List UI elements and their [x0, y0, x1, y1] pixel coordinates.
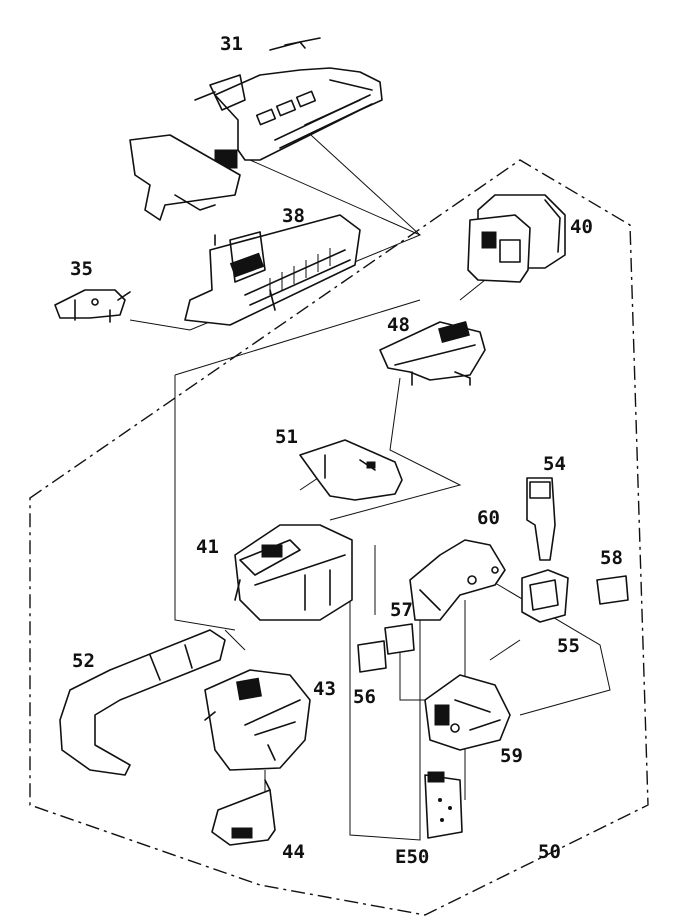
label-48: 48 [387, 314, 410, 336]
part-labels: 31 38 35 40 48 51 54 41 60 58 57 55 52 4… [70, 33, 623, 868]
label-56: 56 [353, 686, 376, 708]
assembly-50-boundary [29, 159, 649, 916]
label-58: 58 [600, 547, 623, 569]
label-31: 31 [220, 33, 243, 55]
part-60-frame[interactable] [409, 539, 506, 621]
part-57-sheet[interactable] [384, 623, 415, 655]
label-44: 44 [282, 841, 305, 863]
part-35-bracket[interactable] [54, 289, 131, 323]
part-54-strip[interactable] [526, 477, 556, 561]
part-56-sheet[interactable] [357, 640, 387, 673]
part-52-flex-cable[interactable] [59, 629, 226, 776]
label-51: 51 [275, 426, 298, 448]
part-41-mechanism[interactable] [234, 524, 353, 621]
part-59-mechanism[interactable] [424, 674, 511, 751]
label-43: 43 [313, 678, 336, 700]
label-41: 41 [196, 536, 219, 558]
part-58-sheet[interactable] [596, 575, 629, 605]
part-31-housing[interactable] [194, 37, 383, 186]
part-43-mechanism[interactable] [204, 669, 311, 771]
part-44-tray[interactable] [211, 779, 276, 846]
label-35: 35 [70, 258, 93, 280]
label-52: 52 [72, 650, 95, 672]
part-55-cube[interactable] [521, 569, 569, 623]
label-54: 54 [543, 453, 566, 475]
part-E50-plate[interactable] [424, 771, 463, 839]
part-51-plate[interactable] [299, 439, 403, 501]
label-50: 50 [538, 841, 561, 863]
label-40: 40 [570, 216, 593, 238]
label-38: 38 [282, 205, 305, 227]
part-38-board[interactable] [184, 214, 361, 326]
label-60: 60 [477, 507, 500, 529]
label-57: 57 [390, 599, 413, 621]
label-59: 59 [500, 745, 523, 767]
part-40-bezel[interactable] [467, 194, 566, 283]
label-E50: E50 [395, 846, 429, 868]
part-48-block[interactable] [379, 321, 486, 386]
label-55: 55 [557, 635, 580, 657]
leader-lines [129, 124, 611, 841]
flex-cable-upper [129, 134, 241, 221]
